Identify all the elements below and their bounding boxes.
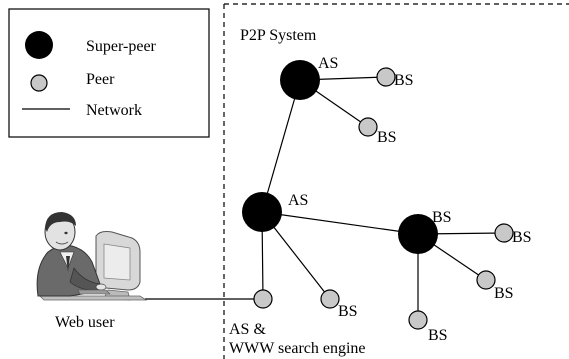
link-as-mid-to-bs-super [261,211,419,235]
node-label: BS [512,229,532,246]
legend-super-peer-label: Super-peer [86,38,157,55]
peer-node[interactable] [476,270,496,290]
legend-network-label: Network [86,102,142,119]
p2p-system-boundary: P2P System [223,3,569,359]
legend-super-peer-icon [25,31,53,59]
link-as-top-to-as-mid [261,79,301,213]
peer-node[interactable] [320,289,340,309]
node-labels: AS BS BS AS BS BS BS BS BS AS & WWW sear… [229,55,532,357]
desk-icon [39,295,148,301]
super-peer-node[interactable] [280,60,320,100]
user-person-icon [36,212,111,297]
node-label: BS [377,129,397,146]
p2p-system-title: P2P System [240,27,317,44]
legend-peer-label: Peer [86,71,115,88]
gateway-label-line1: AS & [229,321,266,338]
node-label: BS [394,72,414,89]
legend: Super-peer Peer Network [8,8,210,138]
legend-box [8,8,210,138]
peer-node[interactable] [376,67,396,87]
node-label: BS [494,285,514,302]
peers [253,67,514,330]
computer-monitor-icon [95,231,141,301]
super-peer-node[interactable] [398,214,438,254]
peer-node[interactable] [408,310,428,330]
node-label: BS [428,327,448,344]
super-peers [242,60,438,254]
web-user-illustration: Web user [36,212,148,331]
gateway-peer-node[interactable] [253,289,273,309]
peer-node[interactable] [358,117,378,137]
gateway-label-line2: WWW search engine [229,340,366,357]
legend-peer-icon [30,74,48,92]
node-label: AS [288,192,308,209]
node-label: BS [432,209,452,226]
super-peer-node[interactable] [242,192,282,232]
web-user-label: Web user [55,314,115,331]
peer-node[interactable] [494,223,514,243]
node-label: AS [318,55,338,72]
node-label: BS [338,303,358,320]
